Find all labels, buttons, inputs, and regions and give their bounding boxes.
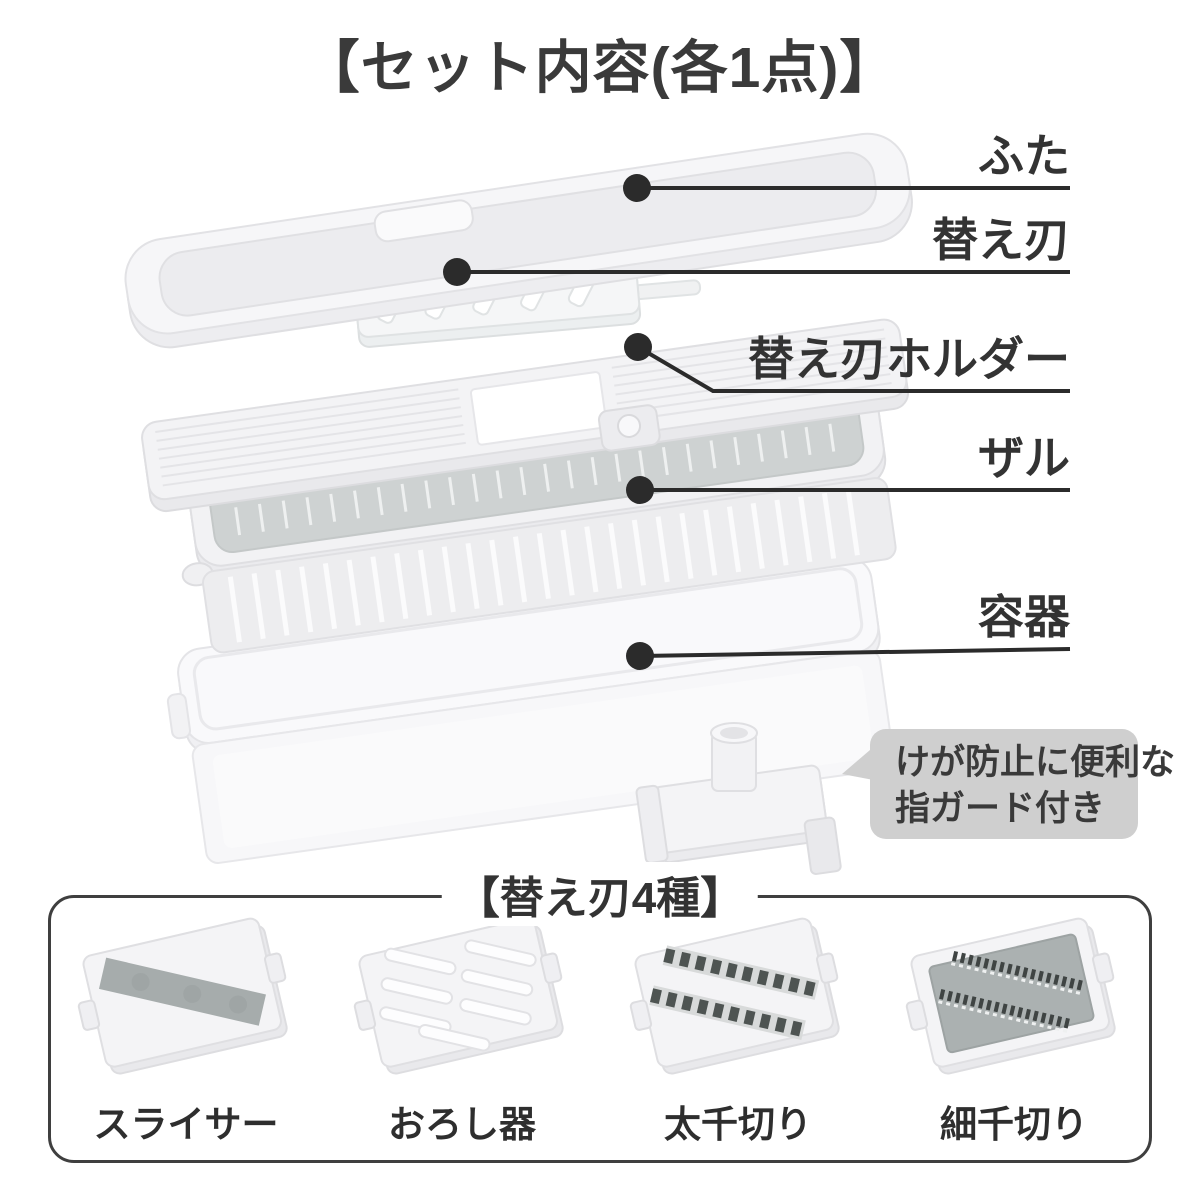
blade-holder-leader-line: [636, 345, 1070, 393]
blade-section-title: 【替え刃4種】: [441, 862, 759, 926]
colander-dot: [626, 476, 654, 504]
lid-illustration: [124, 132, 913, 349]
part-label-lid: ふた: [978, 130, 1070, 182]
part-label-container: 容器: [978, 591, 1070, 643]
blade-label-slicer: スライサー: [93, 1104, 279, 1145]
blade-labels-row: スライサー おろし器 太千切り 細千切り: [48, 1094, 1152, 1148]
lid-dot: [623, 174, 651, 202]
finger-guard-callout: けが防止に便利な 指ガード付き: [870, 729, 1176, 839]
container-leader-line: [639, 647, 1071, 658]
container-illustration: [166, 556, 895, 864]
thick-julienne-blade-figure: [629, 917, 840, 1075]
blade-label-thick-julienne: 太千切り: [664, 1104, 812, 1145]
blade-label-grater: おろし器: [388, 1104, 536, 1145]
callout-line-2: 指ガード付き: [895, 788, 1106, 828]
callout-line-1: けが防止に便利な: [895, 743, 1176, 782]
blade-figures: [77, 917, 1116, 1075]
page-title: 【セット内容(各1点)】: [302, 36, 898, 100]
slicer-blade-figure: [77, 917, 288, 1075]
part-label-replacement-blade: 替え刃: [932, 214, 1070, 266]
container-dot: [626, 642, 654, 670]
part-label-blade-holder: 替え刃ホルダー: [748, 333, 1070, 385]
grater-blade-figure: [353, 917, 564, 1075]
blade-label-fine-julienne: 細千切り: [940, 1104, 1088, 1145]
finger-guard-illustration: [635, 722, 842, 875]
blade-holder-dot: [624, 333, 652, 361]
part-label-colander: ザル: [978, 432, 1070, 484]
exploded-diagram: [124, 132, 1071, 875]
replacement-blade-dot: [443, 258, 471, 286]
fine-julienne-blade-figure: [905, 917, 1116, 1075]
blade-holder-illustration: [141, 318, 910, 513]
